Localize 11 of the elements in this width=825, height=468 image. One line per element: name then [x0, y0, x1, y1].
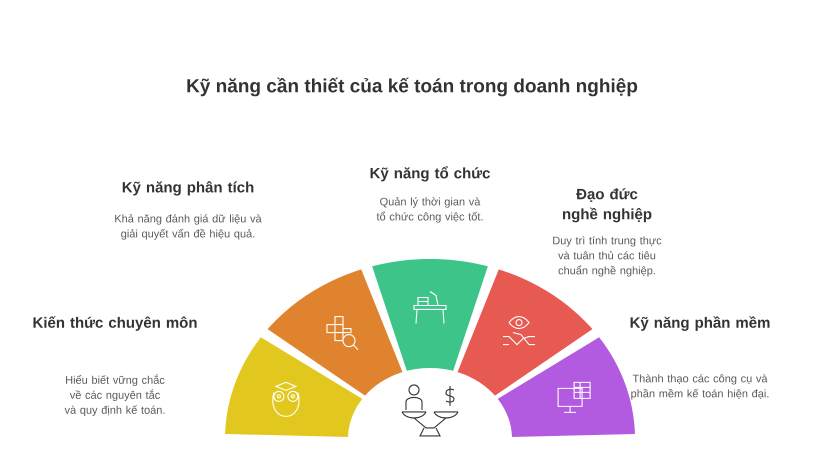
- description: Hiểu biết vững chắc về các nguyên tắc và quy định kế toán.: [64, 374, 165, 416]
- heading: Kỹ năng phần mềm: [630, 316, 770, 331]
- description: Quản lý thời gian và tổ chức công việc tốt.: [376, 197, 482, 223]
- heading: Kiến thức chuyên môn: [34, 316, 197, 331]
- description: Thành thạo các công cụ và phần mềm kế toán hiện đại.: [631, 374, 768, 400]
- heading: Kỹ năng tổ chức: [370, 166, 490, 182]
- description: Khả năng đánh giá dữ liệu và giải quyết vấn đề hiệu quả.: [115, 214, 262, 240]
- heading: Đạo đức nghề nghiệp: [563, 188, 652, 222]
- heading: Kỹ năng phân tích: [122, 181, 254, 196]
- title: Kỹ năng cần thiết của kế toán trong doanh nghiệp: [187, 78, 638, 96]
- description: Duy trì tính trung thực và tuân thủ các tiêu chuẩn nghề nghiệp.: [553, 236, 662, 277]
